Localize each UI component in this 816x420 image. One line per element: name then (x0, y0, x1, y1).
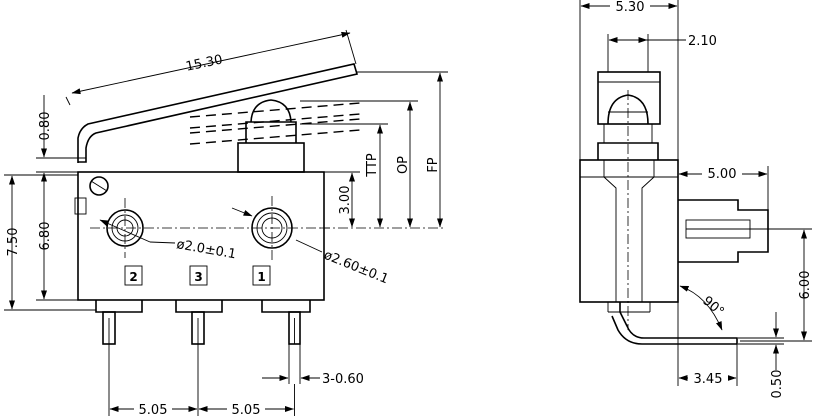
terminal-base-left (95, 300, 143, 313)
lever-pivot (89, 176, 109, 196)
front-view-dimensions: 15.30 0.80 7.50 6.80 3.00 TTP OP FP (4, 29, 448, 418)
dim-plunger-width: 2.10 (688, 34, 717, 49)
side-body (579, 159, 679, 303)
side-terminal-bent (611, 302, 738, 345)
side-view (579, 71, 769, 345)
side-lever (597, 71, 661, 125)
dim-fp: FP (426, 157, 441, 172)
pin-label-2: 2 (129, 270, 137, 284)
pin-label-box-2 (124, 265, 143, 286)
dim-terminal-height: 6.00 (798, 271, 813, 300)
dim-height-body: 6.80 (38, 222, 53, 251)
dim-angle: 90° (699, 294, 726, 320)
dim-op: OP (396, 156, 411, 174)
pin-label-box-3 (189, 265, 208, 286)
dim-terminal-width: 3-0.60 (322, 372, 364, 387)
dim-side-width: 5.30 (616, 0, 645, 15)
side-view-dimensions: 5.30 2.10 5.00 6.00 90° 3.45 0.50 (579, 0, 813, 399)
dim-pitch-right: 5.05 (232, 403, 261, 418)
dim-hole-offset: 3.00 (338, 186, 353, 215)
lever (77, 63, 359, 163)
dim-lever-offset: 0.80 (38, 112, 53, 141)
dim-terminal-thickness: 0.50 (770, 370, 785, 399)
pin-label-1: 1 (257, 270, 265, 284)
pin-label-box-1 (252, 265, 271, 286)
dim-bend-offset: 3.45 (694, 372, 723, 387)
dim-height-overall: 7.50 (6, 228, 21, 257)
front-view: 2 3 1 (74, 63, 445, 345)
side-terminal-horizontal (678, 199, 769, 263)
dim-lever-length: 15.30 (185, 52, 225, 74)
dim-hole-large: ø2.60±0.1 (322, 248, 391, 288)
dim-terminal-length: 5.00 (708, 167, 737, 182)
dim-pitch-left: 5.05 (139, 403, 168, 418)
switch-body (77, 171, 325, 301)
actuator-housing (237, 142, 305, 173)
terminal-base-right (261, 300, 311, 313)
pin-label-3: 3 (194, 270, 202, 284)
terminal-base-middle (175, 300, 223, 313)
dim-ttp: TTP (365, 153, 380, 178)
dim-hole-small: ø2.0±0.1 (175, 237, 237, 262)
